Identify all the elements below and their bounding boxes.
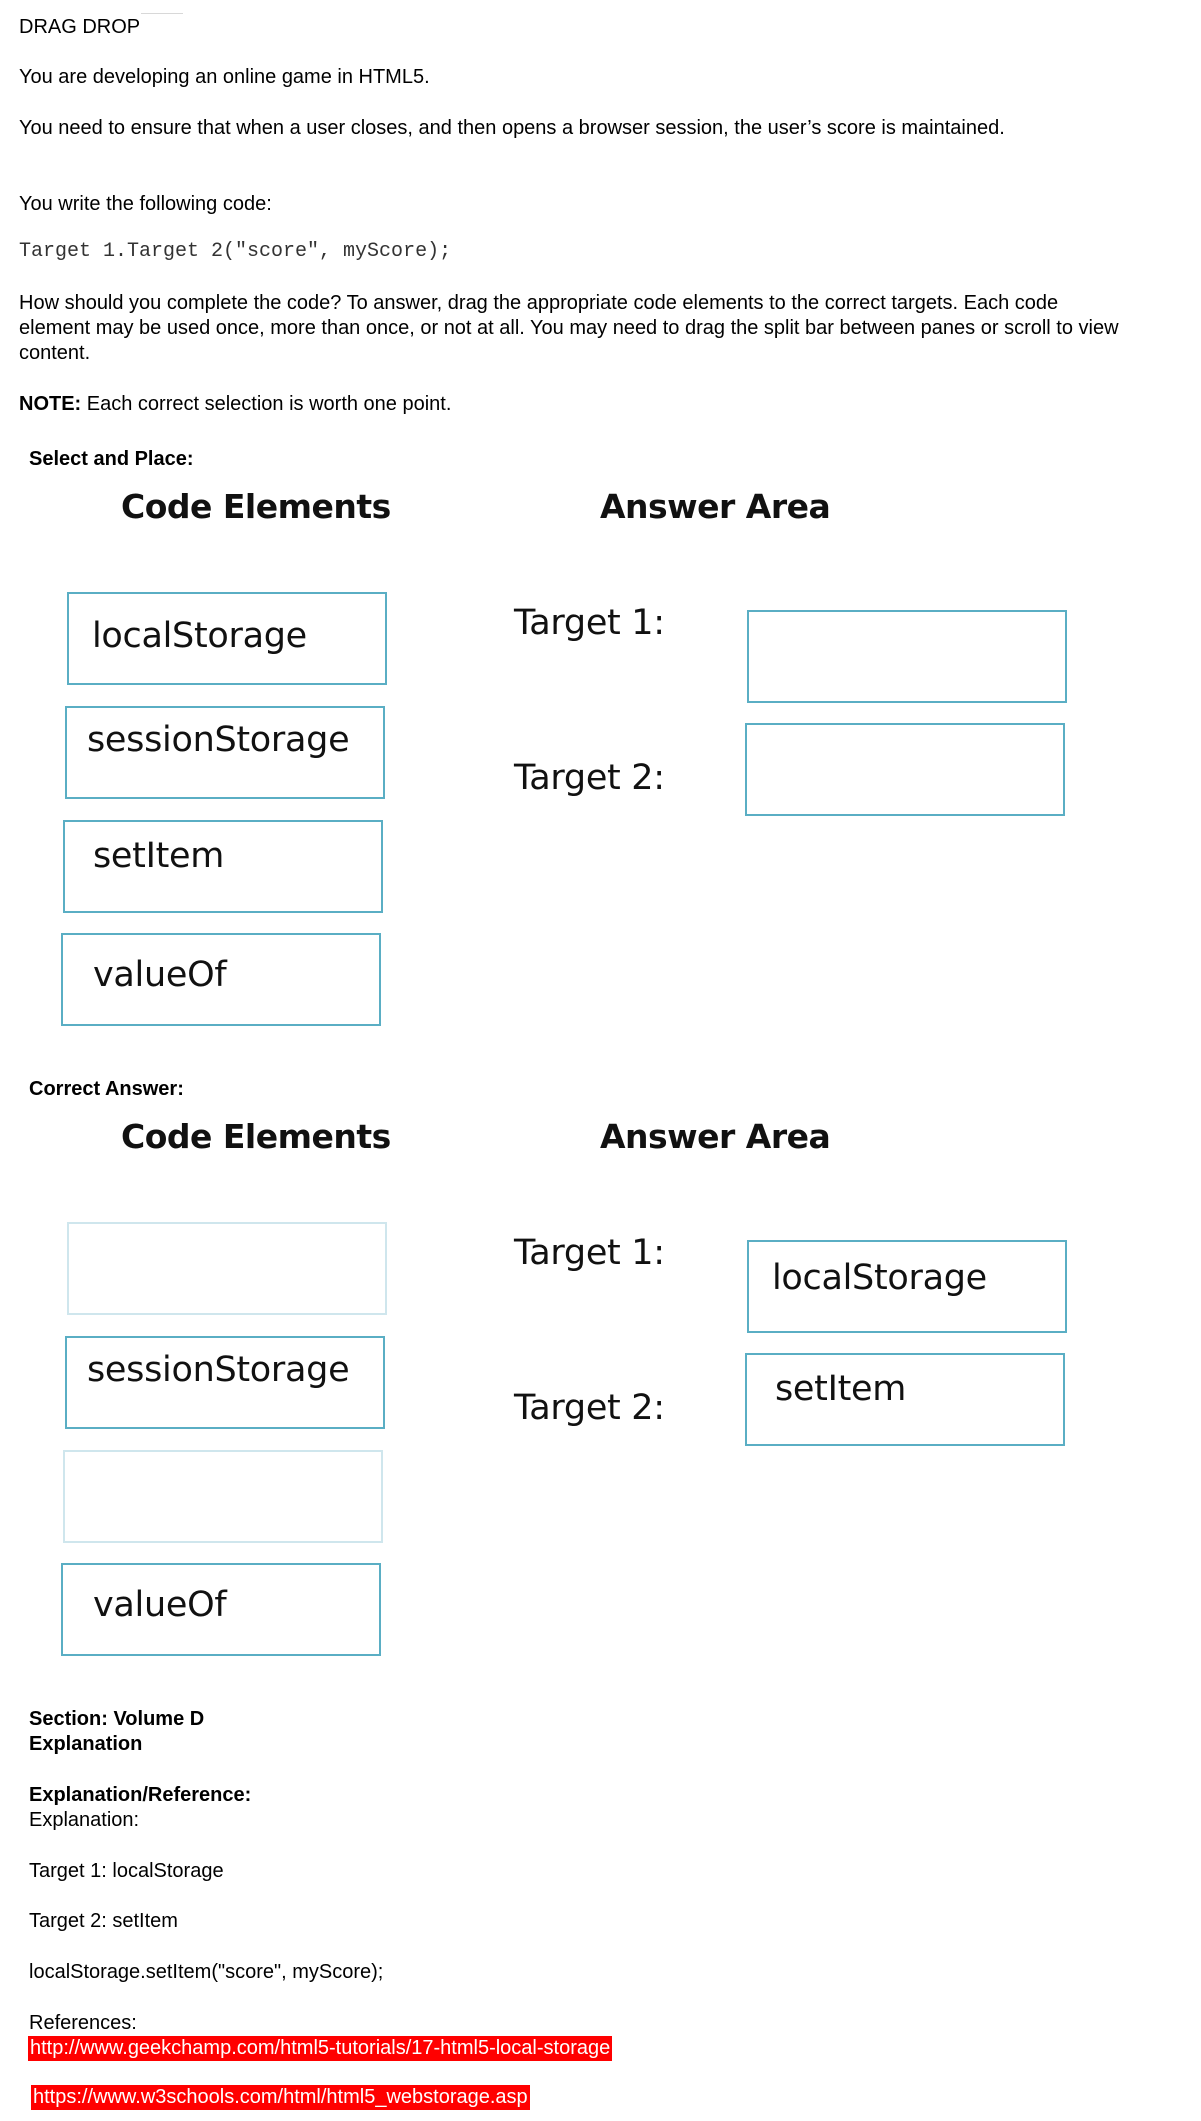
question-intro: You are developing an online game in HTM… <box>19 66 430 88</box>
explanation-code-line: localStorage.setItem("score", myScore); <box>29 1961 384 1983</box>
scan-mark <box>141 13 183 14</box>
code-element-sessionstorage[interactable]: sessionStorage <box>65 1336 385 1429</box>
code-element-localstorage[interactable]: localStorage <box>67 592 387 685</box>
note-text: Each correct selection is worth one poin… <box>81 393 452 415</box>
code-element-sessionstorage[interactable]: sessionStorage <box>65 706 385 799</box>
explanation-reference-heading: Explanation/Reference: <box>29 1784 252 1806</box>
target-1-drop-zone[interactable] <box>747 610 1067 703</box>
correct-answer-label: Correct Answer: <box>29 1078 184 1100</box>
question-instructions: How should you complete the code? To ans… <box>19 292 1119 364</box>
target-1-value: localStorage <box>772 1258 987 1298</box>
question-code-intro: You write the following code: <box>19 193 272 215</box>
explanation-target-2: Target 2: setItem <box>29 1910 178 1932</box>
question-note: NOTE: Each correct selection is worth on… <box>19 392 451 417</box>
explanation-target-1: Target 1: localStorage <box>29 1860 224 1882</box>
code-element-label: valueOf <box>93 955 227 995</box>
target-2-drop-zone[interactable] <box>745 723 1065 816</box>
page-title: DRAG DROP <box>19 16 141 38</box>
code-element-label: sessionStorage <box>87 1350 350 1390</box>
answer-area-heading: Answer Area <box>600 1117 831 1156</box>
reference-link-w3schools[interactable]: https://www.w3schools.com/html/html5_web… <box>31 2085 530 2110</box>
code-element-label: valueOf <box>93 1585 227 1625</box>
code-element-empty-slot[interactable] <box>63 1450 383 1543</box>
explanation-label: Explanation: <box>29 1809 140 1831</box>
code-elements-heading: Code Elements <box>121 487 391 526</box>
code-element-label: sessionStorage <box>87 720 350 760</box>
target-2-value: setItem <box>775 1369 907 1409</box>
question-code: Target 1.Target 2("score", myScore); <box>19 240 452 263</box>
code-element-label: localStorage <box>92 616 307 656</box>
target-1-label: Target 1: <box>514 603 665 643</box>
reference-link-geekchamp[interactable]: http://www.geekchamp.com/html5-tutorials… <box>28 2036 613 2061</box>
target-2-label: Target 2: <box>514 1388 665 1428</box>
question-requirement: You need to ensure that when a user clos… <box>19 117 1005 139</box>
code-elements-heading: Code Elements <box>121 1117 391 1156</box>
note-label: NOTE: <box>19 393 82 415</box>
code-element-empty-slot[interactable] <box>67 1222 387 1315</box>
code-element-valueof[interactable]: valueOf <box>61 933 381 1026</box>
code-element-setitem[interactable]: setItem <box>63 820 383 913</box>
target-2-drop-zone[interactable]: setItem <box>745 1353 1065 1446</box>
references-label: References: <box>29 2012 137 2034</box>
target-2-label: Target 2: <box>514 758 665 798</box>
answer-area-heading: Answer Area <box>600 487 831 526</box>
code-element-valueof[interactable]: valueOf <box>61 1563 381 1656</box>
target-1-label: Target 1: <box>514 1233 665 1273</box>
select-place-label: Select and Place: <box>29 448 194 470</box>
code-element-label: setItem <box>93 836 225 876</box>
section-label: Section: Volume D <box>29 1708 205 1730</box>
target-1-drop-zone[interactable]: localStorage <box>747 1240 1067 1333</box>
explanation-heading: Explanation <box>29 1733 143 1755</box>
